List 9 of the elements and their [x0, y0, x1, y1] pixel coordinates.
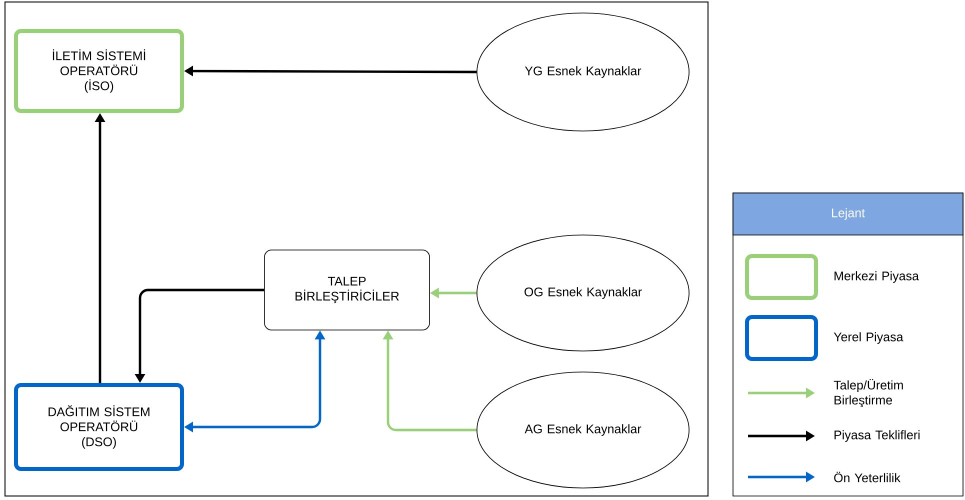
operator-box: İLETİM SİSTEMİ OPERATÖRÜ (İSO) — [14, 29, 184, 113]
operator-box: DAĞITIM SİSTEM OPERATÖRÜ (DSO) — [14, 383, 184, 471]
legend-text: Yerel Piyasa — [834, 332, 904, 344]
legend-text: Merkezi Piyasa — [834, 271, 919, 283]
legend-text: Ön Yeterlilik — [834, 472, 900, 482]
legend-text: Piyasa Teklifleri — [834, 430, 920, 442]
aggregator-box: TALEP BİRLEŞTİRİCİLER — [264, 250, 430, 330]
legend-title: Lejant — [832, 208, 865, 220]
legend-text: Talep/Üretim Birleştirme — [834, 378, 903, 408]
